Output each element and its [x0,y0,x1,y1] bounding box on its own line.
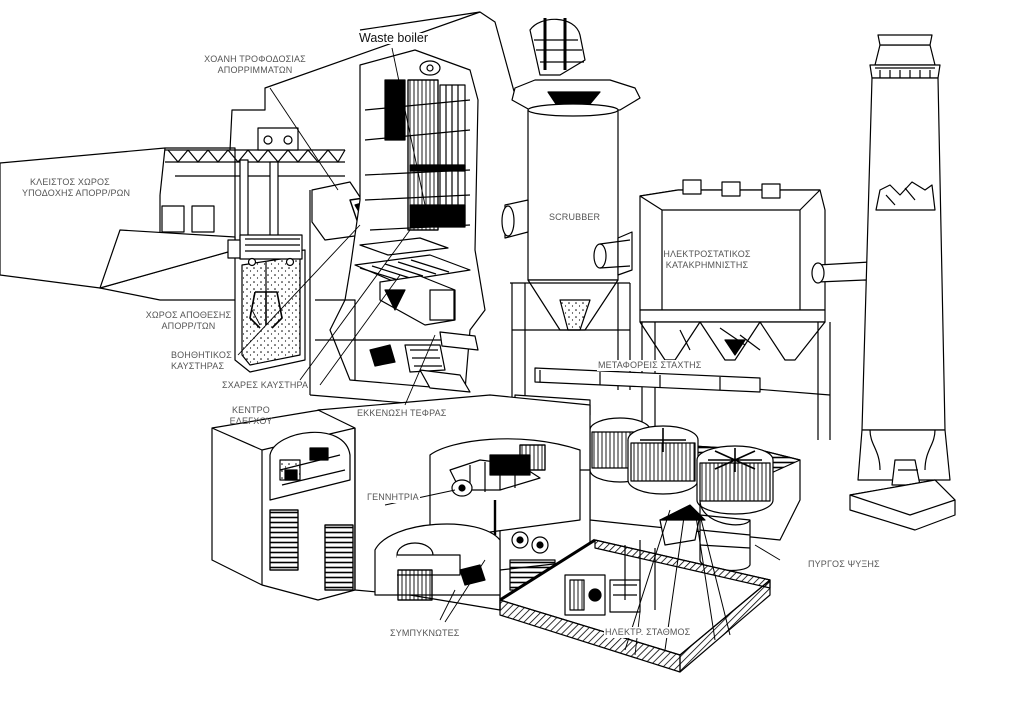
stack [849,34,956,531]
label-storage-line2: ΑΠΟΡΡ/ΤΩΝ [161,320,216,331]
cooling-tower [589,417,801,571]
label-closed-area-line2: ΥΠΟΔΟΧΗΣ ΑΠΟΡΡ/ΡΩΝ [22,187,131,198]
label-hopper: ΧΟΑΝΗ ΤΡΟΦΟΔΟΣΙΑΣ ΑΠΟΡΡΙΜΜΑΤΩΝ [200,54,310,75]
leader-lines [237,47,781,656]
label-hopper-line1: ΧΟΑΝΗ ΤΡΟΦΟΔΟΣΙΑΣ [204,54,306,64]
label-aux-burner-line2: ΚΑΥΣΤΗΡΑΣ [171,360,225,371]
label-hopper-line2: ΑΠΟΡΡΙΜΜΑΤΩΝ [217,64,293,75]
label-closed-area: ΚΛΕΙΣΤΟΣ ΧΩΡΟΣ ΥΠΟΔΟΧΗΣ ΑΠΟΡΡ/ΡΩΝ [22,177,130,198]
label-aux-burner-line1: ΒΟΗΘΗΤΙΚΟΣ [171,350,232,360]
label-generator: ΓΕΝΝΗΤΡΙΑ [366,492,420,503]
reception-hall [0,147,301,301]
label-cooling-tower: ΠΥΡΓΟΣ ΨΥΞΗΣ [808,559,880,569]
crane-truss [165,127,346,276]
label-scrubber: SCRUBBER [549,212,601,222]
label-esp-line2: ΚΑΤΑΚΡΗΜΝΙΣΤΗΣ [665,259,749,270]
label-substation: ΗΛΕΚΤΡ. ΣΤΑΘΜΟΣ [604,627,692,638]
label-control-center: ΚΕΝΤΡΟ ΕΛΕΓΧΟΥ [226,405,276,426]
label-control-center-line1: ΚΕΝΤΡΟ [232,405,270,415]
label-ash-conveyors: ΜΕΤΑΦΟΡΕΙΣ ΣΤΑΧΤΗΣ [597,360,703,371]
label-grates: ΣΧΑΡΕΣ ΚΑΥΣΤΗΡΑ [222,380,309,390]
control-center [211,409,356,601]
scrubber [501,18,641,410]
label-esp: ΗΛΕΚΤΡΟΣΤΑΤΙΚΟΣ ΚΑΤΑΚΡΗΜΝΙΣΤΗΣ [652,249,762,270]
label-storage: ΧΩΡΟΣ ΑΠΟΘΕΣΗΣ ΑΠΟΡΡ/ΤΩΝ [136,310,241,331]
turbine-hall [317,394,591,611]
label-closed-area-line1: ΚΛΕΙΣΤΟΣ ΧΩΡΟΣ [30,177,110,187]
boiler [315,49,486,393]
label-ash-discharge: ΕΚΚΕΝΩΣΗ ΤΕΦΡΑΣ [357,408,447,418]
storage-pit [227,234,306,373]
label-storage-line1: ΧΩΡΟΣ ΑΠΟΘΕΣΗΣ [145,310,232,320]
label-waste-boiler: Waste boiler [357,31,431,45]
label-control-center-line2: ΕΛΕΓΧΟΥ [229,415,273,426]
label-condensers: ΣΥΜΠΥΚΝΩΤΕΣ [390,628,460,638]
substation [499,504,771,673]
label-esp-line1: ΗΛΕΚΤΡΟΣΤΑΤΙΚΟΣ [663,249,751,259]
esp [639,179,897,440]
label-aux-burner: ΒΟΗΘΗΤΙΚΟΣ ΚΑΥΣΤΗΡΑΣ [171,350,232,371]
